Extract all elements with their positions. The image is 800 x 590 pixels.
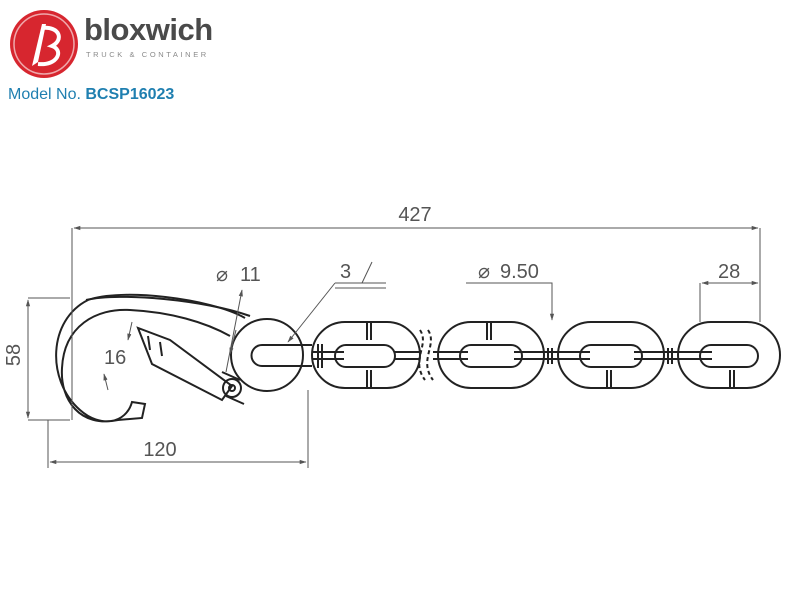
chain-links [311,321,781,389]
dim-hook-length: 120 [143,439,176,461]
dim-weld-note: 3 [340,261,351,283]
dim-hook-height: 58 [3,344,25,366]
model-number-line: Model No. BCSP16023 [8,86,174,104]
model-label: Model No. [8,86,81,103]
dim-link-pitch: 28 [718,261,740,283]
dimension-lines [25,225,761,468]
snap-hook [55,293,312,423]
brand-tagline: TRUCK & CONTAINER [86,50,209,59]
model-number: BCSP16023 [85,86,175,103]
diameter-symbol: ⌀ [216,264,228,286]
dim-wire-diameter: 9.50 [500,261,539,283]
dim-eye-diameter: 11 [240,264,261,286]
dim-overall-length: 427 [398,204,431,226]
diameter-symbol: ⌀ [478,261,490,283]
brand-name: bloxwich [84,12,213,47]
bloxwich-logo [10,10,78,78]
dim-gate-opening: 16 [104,347,126,369]
